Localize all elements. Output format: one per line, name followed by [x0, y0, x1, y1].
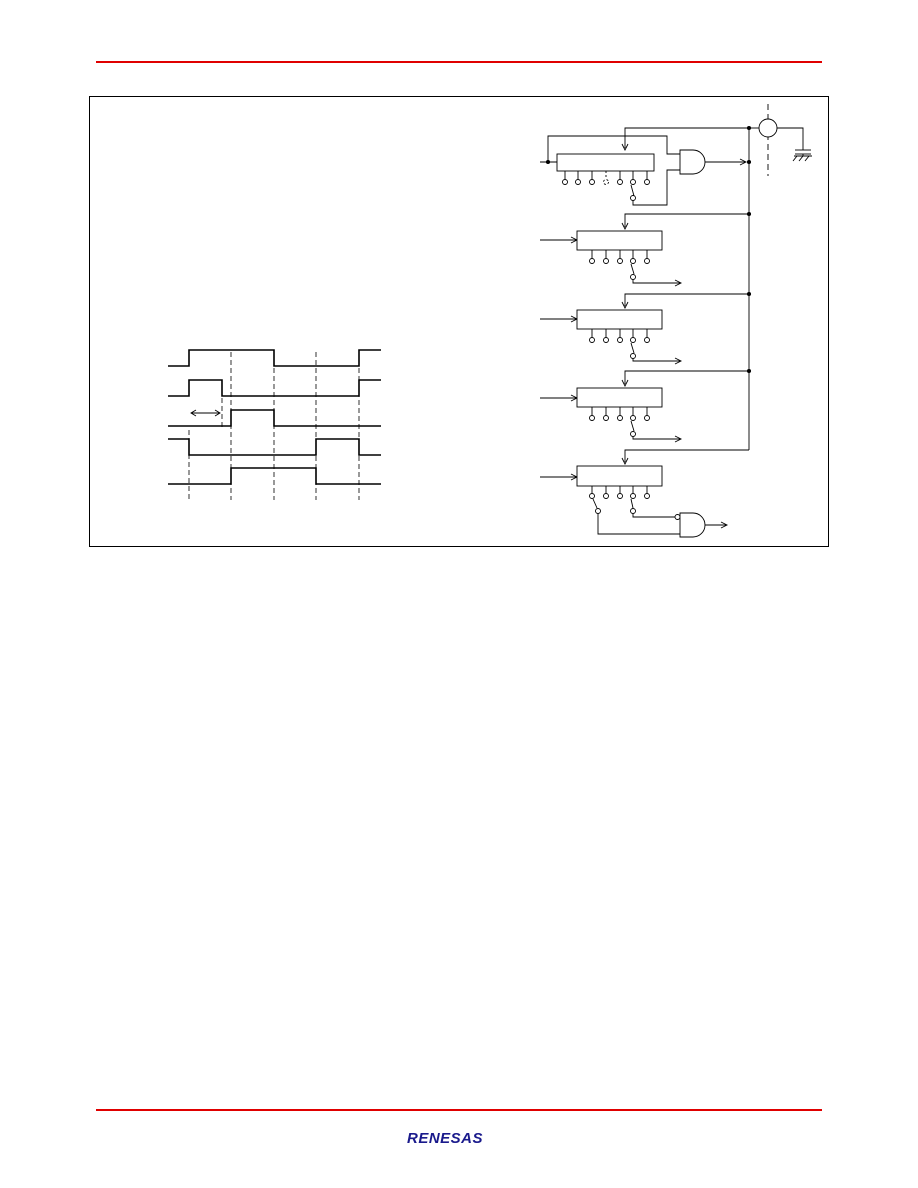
footer-rule: [96, 1109, 822, 1111]
timing-signal-2: [168, 379, 381, 397]
timing-signal-3: [168, 409, 381, 427]
circuit-diagram: [540, 104, 812, 538]
and-gate-1: [679, 149, 748, 175]
timing-signal-4: [168, 438, 381, 456]
and-gate-2: [674, 512, 729, 538]
counter-block-1: [540, 127, 749, 206]
counter-1-taps: [562, 171, 650, 185]
renesas-logo: RENESAS: [407, 1130, 483, 1145]
header-rule: [96, 61, 822, 63]
timing-signal-5: [168, 467, 381, 485]
logo-text: RENESAS: [407, 1130, 483, 1145]
counter-block-3: [540, 293, 749, 365]
figure-frame: [89, 96, 829, 547]
timing-interval-arrow: [190, 409, 221, 417]
counter-block-4: [540, 370, 749, 443]
counter-block-2: [540, 213, 749, 287]
timing-diagram: [168, 349, 381, 500]
counter-block-5: [540, 449, 749, 535]
timing-signal-1: [168, 349, 381, 367]
capacitor-symbol: [792, 149, 812, 162]
oscillator-node: [758, 118, 778, 138]
